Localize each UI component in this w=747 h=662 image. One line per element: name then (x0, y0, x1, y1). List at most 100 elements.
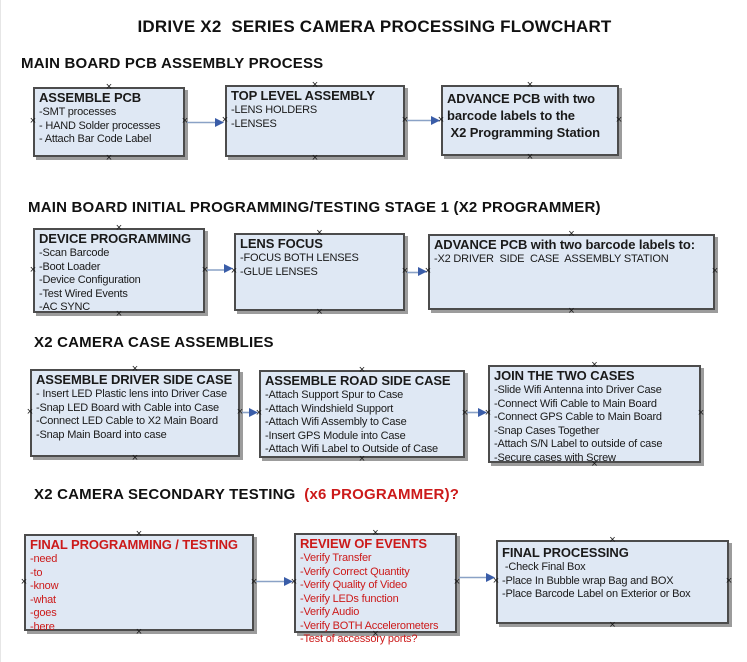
connection-point-icon (609, 535, 617, 545)
box-line: -Attach Support Spur to Case (265, 389, 404, 401)
box-line: -Snap Main Board into case (36, 428, 167, 441)
flow-arrow[interactable] (207, 262, 234, 275)
box-line: -Check Final Box (502, 561, 586, 573)
connection-point-icon (20, 577, 28, 587)
box-line: -Boot Loader (39, 260, 101, 273)
connection-point-icon (568, 306, 576, 316)
box-line: -Snap LED Board with Cable into Case (36, 401, 219, 414)
flow-box-assemble-driver-side-case[interactable]: ASSEMBLE DRIVER SIDE CASE - Insert LED P… (30, 369, 240, 457)
box-line: - Attach Bar Code Label (39, 133, 152, 145)
flow-box-assemble-road-side-case[interactable]: ASSEMBLE ROAD SIDE CASE -Attach Support … (259, 370, 465, 458)
flow-arrow[interactable] (187, 116, 225, 129)
connection-point-icon (697, 408, 705, 418)
box-line: -what (30, 593, 56, 606)
box-line: -need (30, 553, 58, 565)
box-line: - Insert LED Plastic lens into Driver Ca… (36, 388, 227, 400)
flow-box-final-programming-testing[interactable]: FINAL PROGRAMMING / TESTING -need -to -k… (24, 534, 254, 633)
box-title: LENS FOCUS (240, 236, 323, 251)
heading-main-board-initial-programming: MAIN BOARD INITIAL PROGRAMMING/TESTING S… (28, 199, 601, 216)
box-line: -GLUE LENSES (240, 265, 318, 278)
box-line: -Attach Wifi Assembly to Case (265, 416, 407, 428)
box-line: -Connect LED Cable to X2 Main Board (36, 415, 218, 427)
box-line: -Verify Correct Quantity (300, 565, 410, 578)
box-line: -SMT processes (39, 106, 117, 118)
flow-box-review-of-events[interactable]: REVIEW OF EVENTS -Verify Transfer -Verif… (294, 533, 457, 645)
box-line: -know (30, 580, 59, 592)
flow-arrow[interactable] (407, 114, 441, 127)
box-line: -Connect Wifi Cable to Main Board (494, 397, 657, 410)
box-line: -LENSES (231, 117, 277, 130)
connection-point-icon (526, 152, 534, 162)
box-line: -Attach S/N Label to outside of case (494, 438, 663, 450)
box-title: FINAL PROCESSING (502, 545, 629, 560)
box-line: -Device Configuration (39, 274, 141, 286)
heading-x2-camera-case-assemblies: X2 CAMERA CASE ASSEMBLIES (34, 334, 274, 351)
box-line: -Slide Wifi Antenna into Driver Case (494, 384, 662, 396)
flow-arrow[interactable] (256, 575, 294, 588)
connection-point-icon (131, 453, 139, 463)
connection-point-icon (725, 576, 733, 586)
connection-point-icon (609, 620, 617, 630)
flow-box-final-processing[interactable]: FINAL PROCESSING -Check Final Box -Place… (496, 540, 729, 624)
box-title: ADVANCE PCB with two barcode labels to: (434, 237, 695, 252)
box-line: -Secure cases with Screw (494, 451, 616, 464)
flow-box-join-the-two-cases[interactable]: JOIN THE TWO CASES -Slide Wifi Antenna i… (488, 365, 701, 464)
box-line: -Verify BOTH Accelerometers (300, 619, 439, 632)
heading-main-board-pcb-assembly: MAIN BOARD PCB ASSEMBLY PROCESS (21, 55, 324, 72)
box-title: DEVICE PROGRAMMING (39, 231, 192, 246)
connection-point-icon (105, 153, 113, 163)
connection-point-icon (311, 153, 319, 163)
box-line: -FOCUS BOTH LENSES (240, 252, 359, 264)
connection-point-icon (711, 266, 719, 276)
box-title: ASSEMBLE DRIVER SIDE CASE (36, 372, 233, 387)
flow-arrow[interactable] (467, 406, 488, 419)
box-line: -X2 DRIVER SIDE CASE ASSEMBLY STATION (434, 253, 669, 265)
box-title: JOIN THE TWO CASES (494, 368, 635, 383)
box-title: TOP LEVEL ASSEMBLY (231, 88, 375, 103)
connection-point-icon (29, 265, 37, 275)
connection-point-icon (316, 307, 324, 317)
heading-black-part: X2 CAMERA SECONDARY TESTING (34, 486, 296, 503)
box-line: -Verify Transfer (300, 552, 372, 564)
box-line: -Insert GPS Module into Case (265, 429, 406, 442)
box-line: -Attach Windshield Support (265, 402, 394, 415)
box-title: ASSEMBLE PCB (39, 90, 142, 105)
flow-box-advance-pcb-driver-side[interactable]: ADVANCE PCB with two barcode labels to: … (428, 234, 715, 310)
flow-arrow[interactable] (459, 571, 496, 584)
box-line: -Connect GPS Cable to Main Board (494, 411, 662, 423)
box-title: FINAL PROGRAMMING / TESTING (30, 537, 238, 552)
connection-point-icon (526, 80, 534, 90)
box-line: ADVANCE PCB with two (447, 91, 595, 106)
box-line: barcode labels to the (447, 108, 575, 123)
connection-point-icon (26, 407, 34, 417)
connection-point-icon (615, 115, 623, 125)
box-line: -goes (30, 607, 57, 619)
flow-arrow[interactable] (242, 406, 259, 419)
box-line: -to (30, 566, 43, 579)
flow-arrow[interactable] (407, 265, 428, 278)
box-line: -Test of accessory ports? (300, 633, 418, 645)
box-line: -LENS HOLDERS (231, 104, 318, 116)
box-line: -Place In Bubble wrap Bag and BOX (502, 574, 674, 587)
box-line: -Attach Wifi Label to Outside of Case (265, 443, 438, 455)
box-title: REVIEW OF EVENTS (300, 536, 427, 551)
heading-red-part: (x6 PROGRAMMER)? (295, 486, 460, 503)
box-line: -Verify LEDs function (300, 592, 399, 605)
heading-x2-camera-secondary-testing: X2 CAMERA SECONDARY TESTING (x6 PROGRAMM… (34, 486, 459, 503)
box-line: - HAND Solder processes (39, 119, 161, 132)
flow-box-advance-pcb-programming-station[interactable]: ADVANCE PCB with two barcode labels to t… (441, 85, 619, 156)
box-line: -Scan Barcode (39, 247, 110, 259)
box-line: -Verify Quality of Video (300, 579, 407, 591)
flow-box-assemble-pcb[interactable]: ASSEMBLE PCB -SMT processes - HAND Solde… (33, 87, 185, 157)
box-line: -Snap Cases Together (494, 424, 600, 437)
flow-box-lens-focus[interactable]: LENS FOCUS -FOCUS BOTH LENSES -GLUE LENS… (234, 233, 405, 311)
flow-box-top-level-assembly[interactable]: TOP LEVEL ASSEMBLY -LENS HOLDERS -LENSES (225, 85, 405, 157)
box-line: -Test Wired Events (39, 287, 128, 300)
page-title: IDRIVE X2 SERIES CAMERA PROCESSING FLOWC… (137, 17, 612, 36)
connection-point-icon (29, 116, 37, 126)
flow-box-device-programming[interactable]: DEVICE PROGRAMMING -Scan Barcode -Boot L… (33, 228, 205, 313)
box-line: -here (30, 620, 55, 633)
box-line: X2 Programming Station (447, 125, 601, 140)
box-title: ASSEMBLE ROAD SIDE CASE (265, 373, 451, 388)
